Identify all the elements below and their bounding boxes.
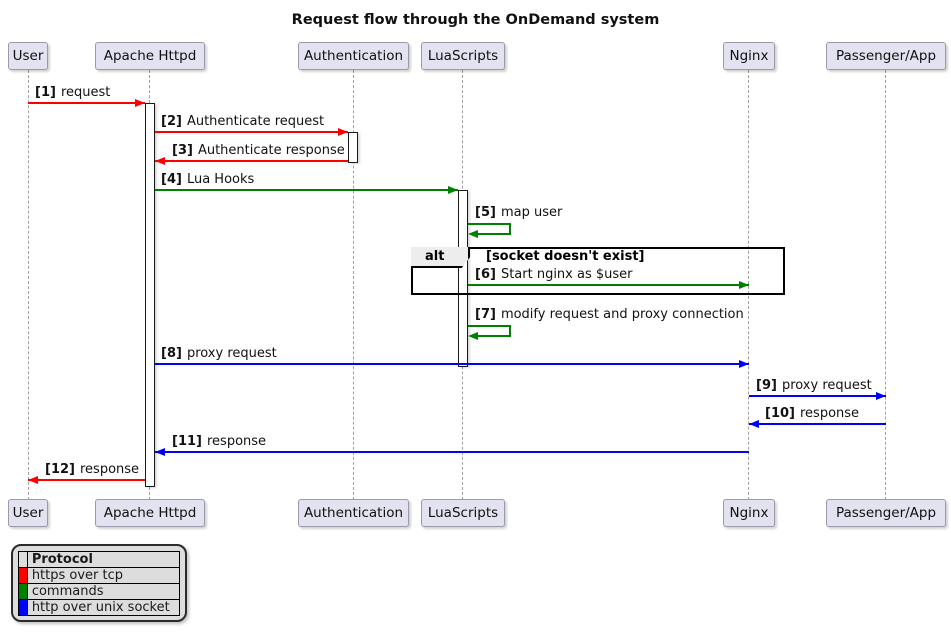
message-3-label: [3]Authenticate response (172, 143, 345, 158)
message-10-arrowhead-icon (749, 420, 759, 428)
message-4-label: [4]Lua Hooks (161, 172, 255, 187)
message-1-label: [1]request (35, 85, 111, 100)
participant-top-luascripts: LuaScripts (421, 42, 505, 70)
message-5-line-top (468, 223, 511, 225)
legend-row: https over tcp (18, 567, 181, 584)
lifeline-authentication (353, 70, 354, 500)
activation-apache-httpd (145, 103, 155, 487)
message-8-label: [8]proxy request (161, 346, 277, 361)
message-6-line (468, 284, 749, 286)
legend: Protocol https over tcp commands http ov… (11, 544, 187, 622)
participant-bottom-passenger-app: Passenger/App (826, 499, 946, 527)
message-8-arrowhead-icon (739, 360, 749, 368)
message-4-line (155, 189, 458, 191)
message-7-line-right (509, 325, 511, 337)
message-9-arrowhead-icon (876, 392, 886, 400)
message-10-line (749, 423, 886, 425)
activation-authentication (348, 132, 358, 163)
participant-bottom-apache-httpd: Apache Httpd (95, 499, 205, 527)
message-2-line (155, 131, 348, 133)
message-7-line-bottom (476, 335, 511, 337)
message-6-label: [6]Start nginx as $user (475, 267, 633, 282)
alt-operator: alt (425, 249, 445, 264)
message-5-arrowhead-icon (468, 230, 478, 238)
participant-top-passenger-app: Passenger/App (826, 42, 946, 70)
legend-header-swatch-cell (18, 551, 28, 568)
participant-bottom-user: User (8, 499, 48, 527)
participant-top-user: User (8, 42, 48, 70)
legend-row-label: commands (26, 583, 181, 600)
message-10-label: [10]response (765, 406, 860, 421)
message-6-arrowhead-icon (739, 281, 749, 289)
participant-top-apache-httpd: Apache Httpd (95, 42, 205, 70)
lifeline-passenger-app (885, 70, 886, 500)
legend-row-label: https over tcp (26, 567, 181, 584)
message-3-line (155, 160, 348, 162)
message-1-arrowhead-icon (135, 99, 145, 107)
message-12-label: [12]response (45, 462, 140, 477)
message-12-line (28, 479, 145, 481)
diagram-title: Request flow through the OnDemand system (291, 12, 660, 28)
legend-row: commands (18, 583, 181, 600)
message-8-line (155, 363, 749, 365)
activation-luascripts (458, 190, 468, 367)
message-5-line-right (509, 223, 511, 235)
legend-row: http over unix socket (18, 599, 181, 616)
legend-swatch-blue (18, 599, 28, 616)
message-11-line (155, 451, 749, 453)
message-1-line (28, 102, 145, 104)
participant-top-nginx: Nginx (723, 42, 775, 70)
message-11-label: [11]response (172, 434, 267, 449)
message-4-arrowhead-icon (448, 186, 458, 194)
alt-fragment-header (411, 247, 470, 268)
message-2-label: [2]Authenticate request (161, 114, 325, 129)
message-3-arrowhead-icon (155, 157, 165, 165)
message-2-arrowhead-icon (338, 128, 348, 136)
message-7-arrowhead-icon (468, 332, 478, 340)
message-9-line (749, 395, 886, 397)
legend-header: Protocol (26, 551, 181, 568)
lifeline-user (28, 70, 29, 500)
legend-table: Protocol https over tcp commands http ov… (18, 551, 181, 616)
alt-guard: [socket doesn't exist] (486, 249, 645, 264)
alt-fragment (411, 247, 785, 295)
participant-bottom-luascripts: LuaScripts (421, 499, 505, 527)
message-12-arrowhead-icon (28, 476, 38, 484)
message-7-label: [7]modify request and proxy connection (475, 307, 744, 322)
legend-swatch-red (18, 567, 28, 584)
legend-header-row: Protocol (18, 551, 181, 568)
message-11-arrowhead-icon (155, 448, 165, 456)
legend-row-label: http over unix socket (26, 599, 181, 616)
participant-bottom-authentication: Authentication (298, 499, 409, 527)
message-9-label: [9]proxy request (756, 378, 872, 393)
legend-swatch-green (18, 583, 28, 600)
participant-top-authentication: Authentication (298, 42, 409, 70)
message-5-line-bottom (476, 233, 511, 235)
participant-bottom-nginx: Nginx (723, 499, 775, 527)
message-7-line-top (468, 325, 511, 327)
message-5-label: [5]map user (475, 205, 563, 220)
